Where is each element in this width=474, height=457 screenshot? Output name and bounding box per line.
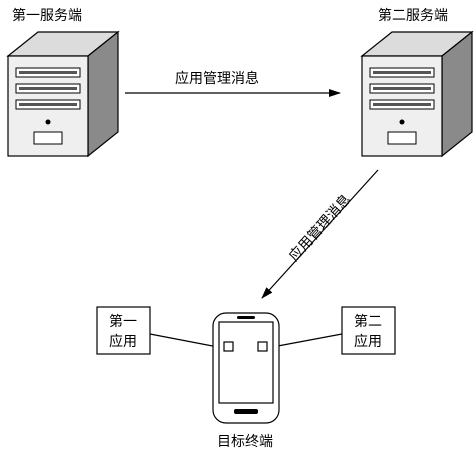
target-terminal-label: 目标终端 [217,434,273,450]
first-app-slot [223,341,234,352]
second-app-slot [257,341,268,352]
second-app-label-line2: 应用 [354,333,382,350]
first-app-connector [149,333,224,349]
server-to-terminal-message-label: 应用管理消息 [285,191,354,265]
first-server-icon [6,30,120,158]
server-to-terminal-arrow [261,169,379,299]
first-server-label: 第一服务端 [12,7,82,24]
second-server-icon [360,30,474,158]
second-app-box: 第二 应用 [341,306,396,355]
first-app-label-line1: 第一 [109,313,137,330]
second-server-label: 第二服务端 [378,7,448,24]
second-app-label-line1: 第二 [354,313,382,330]
server-to-server-message-label: 应用管理消息 [175,70,259,87]
first-app-label-line2: 应用 [109,333,137,350]
smartphone-icon [212,312,280,424]
first-app-box: 第一 应用 [96,306,151,355]
